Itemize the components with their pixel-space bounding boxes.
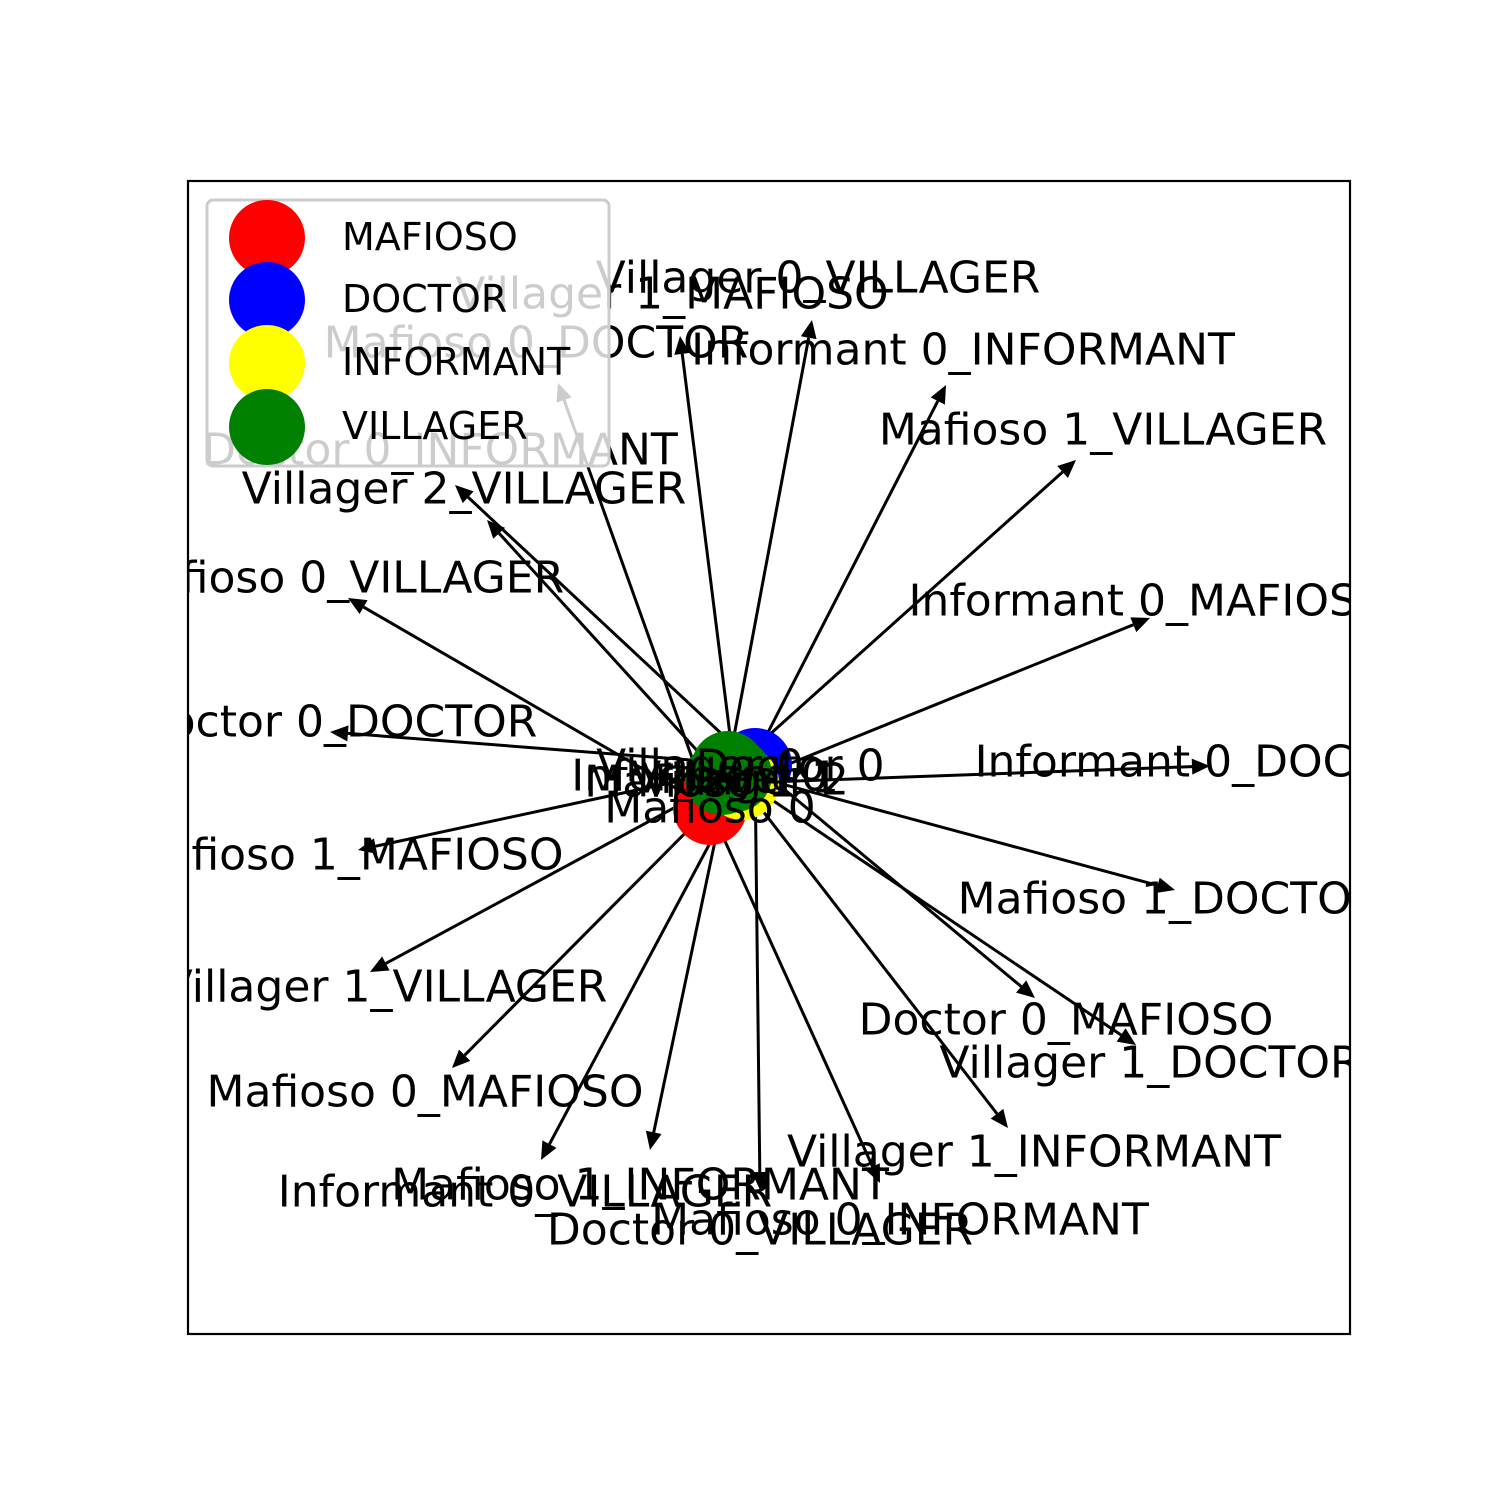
belief-label-mafioso-0-mafioso: Mafioso 0_MAFIOSO (207, 1067, 644, 1118)
legend-label-villager: VILLAGER (342, 404, 528, 448)
legend-marker-informant (229, 325, 305, 401)
edge-informant-0-informant (740, 400, 940, 784)
belief-label-villager-1-doctor: Villager 1_DOCTOR (939, 1038, 1360, 1089)
arrowhead-doctor-0-doctor (330, 725, 349, 742)
edge-mafioso-1-villager (728, 470, 1064, 772)
arrowhead-informant-0-informant (930, 385, 946, 405)
belief-label-villager-0-villager: Villager 0_VILLAGER (596, 253, 1041, 304)
belief-label-informant-0-doctor: Informant 0_DOCTOR (975, 737, 1446, 788)
edge-mafioso-1-doctor (729, 768, 1159, 887)
belief-label-mafioso-1-villager: Mafioso 1_VILLAGER (879, 405, 1327, 456)
edge-villager-1-informant (733, 774, 999, 1115)
arrowhead-villager-1-informant (990, 1108, 1008, 1128)
arrowhead-mafioso-1-mafioso (358, 838, 378, 855)
edge-informant-0-mafioso (741, 623, 1134, 785)
belief-label-mafioso-1-informant: Mafioso 1_INFORMANT (391, 1160, 889, 1211)
belief-label-informant-0-informant: Informant 0_INFORMANT (691, 325, 1235, 376)
plot-frame (186, 179, 1352, 1336)
legend: MAFIOSO DOCTOR INFORMANT VILLAGER (205, 198, 611, 468)
belief-label-mafioso-0-informant: Mafioso 0_INFORMANT (651, 1195, 1149, 1246)
node-villager-0 (691, 731, 765, 805)
edge-villager-1-mafioso (680, 353, 737, 776)
arrowhead-villager-1-mafioso (674, 336, 691, 355)
player-nodes (673, 728, 792, 845)
arrowhead-doctor-0-informant (455, 485, 474, 504)
belief-label-doctor-0-villager: Doctor 0_VILLAGER (547, 1205, 973, 1256)
edge-mafioso-1-mafioso (375, 768, 731, 848)
arrowhead-informant-0-doctor (1191, 758, 1210, 775)
belief-label-informant-0-villager: Informant 0_VILLAGER (278, 1167, 772, 1218)
legend-marker-villager (229, 389, 305, 465)
node-label-villager-1: Villager 1 (631, 753, 839, 804)
legend-item-villager: VILLAGER (229, 389, 528, 465)
edge-villager-0-villager (726, 337, 811, 769)
edge-mafioso-0-villager (362, 605, 711, 810)
edge-doctor-0-informant (467, 496, 757, 767)
edge-doctor-0-mafioso (754, 763, 1023, 988)
arrowhead-informant-0-villager (541, 1140, 557, 1160)
belief-label-mafioso-1-doctor: Mafioso 1_DOCTOR (958, 874, 1383, 925)
arrowhead-mafioso-1-villager (1057, 460, 1076, 478)
belief-label-doctor-0-doctor: Doctor 0_DOCTOR (135, 697, 538, 748)
legend-item-mafioso: MAFIOSO (229, 200, 518, 276)
node-label-mafioso-1: Mafioso 1 (584, 757, 795, 808)
edge-doctor-0-villager (753, 764, 762, 1173)
belief-label-informant-0-mafioso: Informant 0_MAFIOSO (908, 576, 1391, 627)
edge-villager-2-villager (498, 532, 724, 780)
arrowhead-doctor-0-mafioso (1016, 980, 1035, 998)
arrowhead-mafioso-1-doctor (1155, 877, 1175, 894)
node-label-villager-2: Villager 2 (641, 755, 849, 806)
arrowhead-mafioso-0-informant (865, 1163, 880, 1183)
belief-label-villager-1-informant: Villager 1_INFORMANT (787, 1127, 1281, 1178)
arrowhead-mafioso-0-mafioso (452, 1049, 471, 1068)
legend-item-doctor: DOCTOR (229, 262, 507, 338)
belief-label-mafioso-1-mafioso: Mafioso 1_MAFIOSO (127, 830, 564, 881)
legend-marker-doctor (229, 262, 305, 338)
node-label-informant-0: Informant 0 (571, 751, 829, 802)
belief-label-doctor-0-mafioso: Doctor 0_MAFIOSO (859, 995, 1274, 1046)
legend-marker-mafioso (229, 200, 305, 276)
arrowhead-informant-0-mafioso (1130, 617, 1150, 633)
belief-label-villager-2-villager: Villager 2_VILLAGER (242, 464, 687, 515)
arrowhead-mafioso-0-villager (348, 598, 368, 614)
node-label-doctor-0: Doctor 0 (695, 741, 884, 792)
legend-box (205, 198, 611, 468)
edge-mafioso-0-informant (708, 807, 874, 1168)
arrowhead-villager-1-doctor (1116, 1028, 1136, 1045)
belief-label-mafioso-0-villager: Mafioso 0_VILLAGER (116, 553, 564, 604)
edge-mafioso-0-mafioso (463, 806, 712, 1057)
arrowhead-villager-2-villager (487, 520, 506, 539)
edge-villager-1-doctor (734, 773, 1122, 1037)
belief-label-villager-1-villager: Villager 1_VILLAGER (163, 962, 608, 1013)
arrowhead-villager-1-villager (370, 956, 390, 972)
legend-item-informant: INFORMANT (229, 325, 571, 401)
arrowhead-villager-0-villager (800, 320, 817, 340)
legend-label-informant: INFORMANT (342, 340, 571, 384)
arrowhead-doctor-0-villager (751, 1171, 768, 1190)
edge-informant-0-doctor (741, 765, 1193, 785)
edge-doctor-0-doctor (347, 731, 756, 767)
node-label-mafioso-0: Mafioso 0 (604, 783, 815, 834)
legend-label-mafioso: MAFIOSO (342, 215, 518, 259)
node-label-villager-0: Villager 0 (596, 741, 804, 792)
legend-label-doctor: DOCTOR (342, 277, 507, 321)
arrowhead-mafioso-1-informant (645, 1130, 662, 1150)
